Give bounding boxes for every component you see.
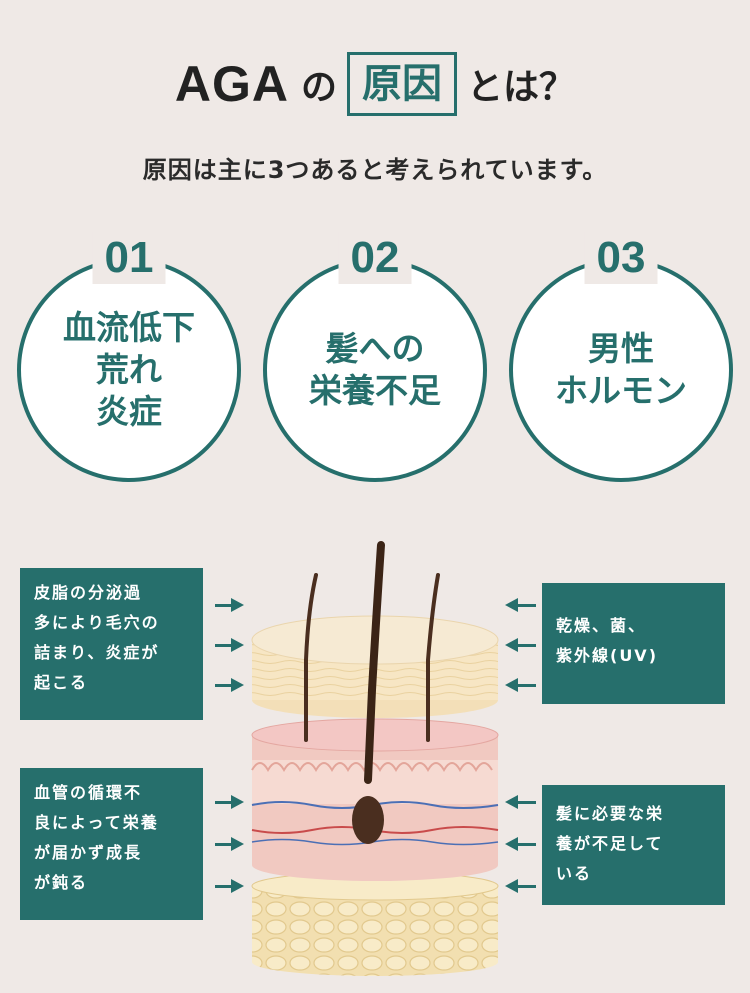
arrows-right (505, 598, 536, 893)
arrow-right-icon (215, 638, 244, 652)
callout-line: 乾燥、菌、 (556, 616, 647, 635)
arrow-right-icon (215, 795, 244, 809)
title-particle: の (301, 67, 338, 108)
callout-line: が鈍る (34, 873, 89, 892)
hair-strands (304, 541, 440, 844)
callout-nutrition: 髪に必要な栄 養が不足して いる (542, 785, 725, 905)
cause-line: 炎症 (96, 392, 162, 431)
fat-layer (251, 871, 499, 976)
arrow-left-icon (505, 678, 536, 692)
callout-line: が届かず成長 (34, 843, 143, 862)
cause-circle-03: 03 男性 ホルモン (509, 232, 733, 482)
arrow-right-icon (215, 879, 244, 893)
cause-number: 03 (584, 232, 658, 284)
arrow-left-icon (505, 879, 536, 893)
callout-circulation: 血管の循環不 良によって栄養 が届かず成長 が鈍る (20, 768, 203, 920)
callout-line: 紫外線(UV) (556, 646, 659, 665)
cause-line: 男性 (588, 329, 654, 368)
title-prefix: AGA (174, 56, 290, 112)
arrow-right-icon (215, 598, 244, 612)
callout-line: 髪に必要な栄 (556, 804, 665, 823)
cause-line: 髪への (325, 329, 425, 368)
cause-number: 02 (338, 232, 412, 284)
cause-text: 男性 ホルモン (513, 328, 729, 412)
callout-line: 良によって栄養 (34, 813, 159, 832)
callout-line: 起こる (34, 673, 89, 692)
arrow-left-icon (505, 837, 536, 851)
arrow-left-icon (505, 598, 536, 612)
cause-line: 血流低下 (63, 308, 195, 347)
page-subtitle: 原因は主に3つあると考えられています。 (142, 156, 608, 184)
callout-line: いる (556, 864, 593, 883)
arrow-left-icon (505, 795, 536, 809)
cause-circle-02: 02 髪への 栄養不足 (263, 232, 487, 482)
cause-line: 栄養不足 (309, 371, 441, 410)
callout-line: 詰まり、炎症が (34, 643, 160, 662)
arrows-left (215, 598, 244, 893)
callout-line: 養が不足して (556, 834, 664, 853)
cause-text: 血流低下 荒れ 炎症 (21, 307, 237, 433)
callout-line: 多により毛穴の (34, 613, 160, 632)
callout-line: 血管の循環不 (34, 783, 143, 802)
page-title: AGA の 原因 とは？ (0, 52, 750, 116)
dermis-layer (251, 718, 499, 881)
title-suffix: とは？ (467, 67, 576, 108)
cause-line: ホルモン (555, 371, 687, 410)
callout-sebum: 皮脂の分泌過 多により毛穴の 詰まり、炎症が 起こる (20, 568, 203, 720)
cause-circle-01: 01 血流低下 荒れ 炎症 (17, 232, 241, 482)
cause-line: 荒れ (96, 350, 162, 389)
title-highlight: 原因 (347, 52, 458, 116)
callout-dryness: 乾燥、菌、 紫外線(UV) (542, 583, 725, 704)
callout-line: 皮脂の分泌過 (34, 583, 143, 602)
cause-text: 髪への 栄養不足 (267, 328, 483, 412)
arrow-right-icon (215, 678, 244, 692)
cause-number: 01 (92, 232, 166, 284)
arrow-left-icon (505, 638, 536, 652)
arrow-right-icon (215, 837, 244, 851)
